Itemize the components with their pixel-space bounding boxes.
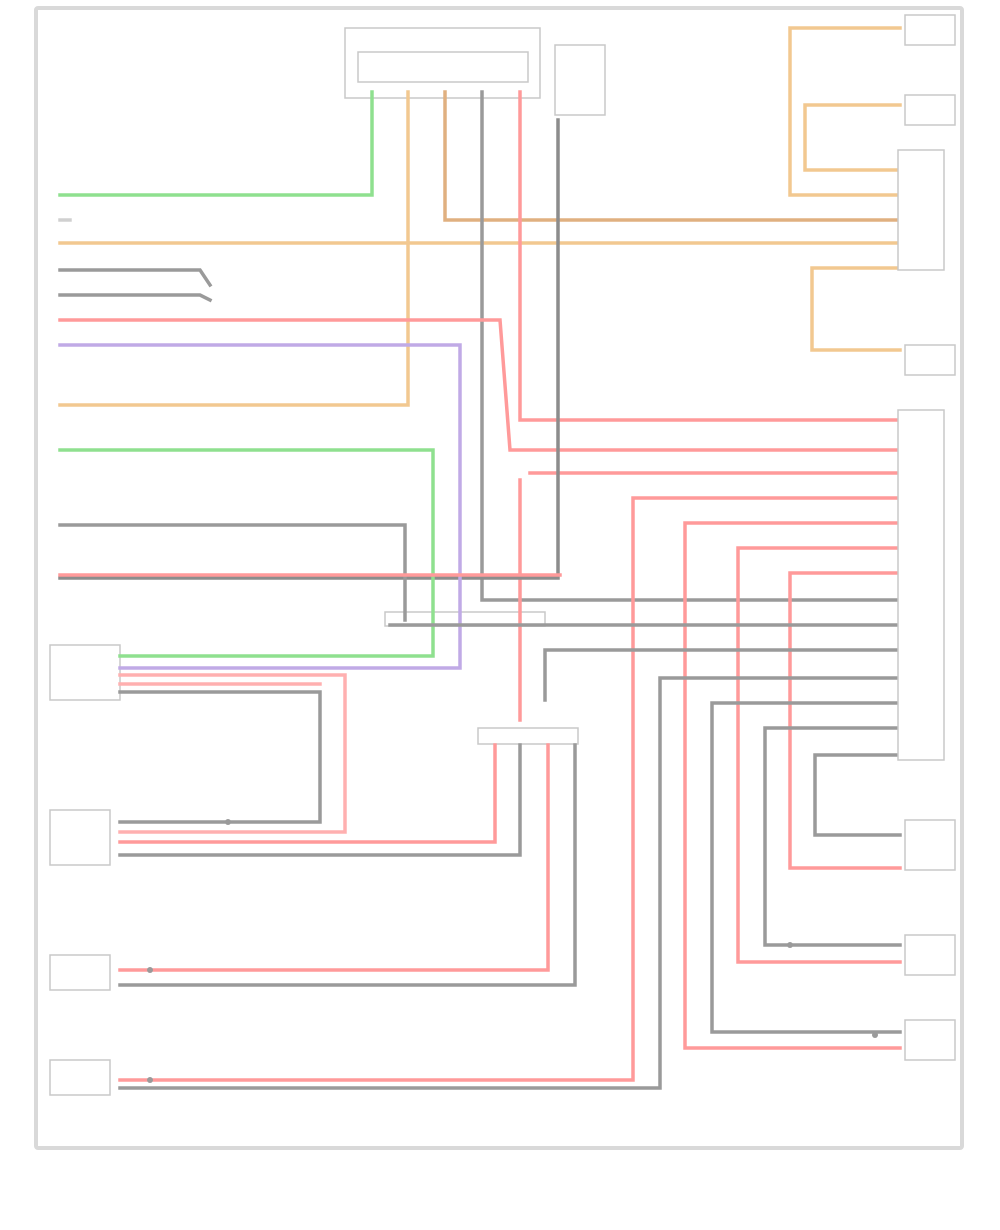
wire-red-1 [518,90,902,422]
wire-gray-4 [58,293,213,303]
wire-gray-5 [58,523,407,622]
wire-violet-1 [58,343,462,670]
wire-gray-8 [118,676,902,1090]
splice-4 [872,1032,878,1038]
wire-gray-7 [543,648,902,702]
right-box-4 [904,819,956,871]
right-box-3 [904,344,956,376]
splice-1 [225,819,231,825]
wire-orange-3 [788,26,902,197]
wire-red-11 [118,743,550,972]
pin-block-1 [897,149,945,271]
wire-gray-9 [710,701,902,1034]
wire-green-1 [58,90,374,197]
wire-gray-3 [58,268,213,288]
splice-5 [787,942,793,948]
wire-red-8 [736,546,902,964]
wire-gray-10 [763,726,902,947]
wire-brown-1 [443,90,902,222]
wire-orange-1 [58,90,410,407]
wire-gray-2 [58,118,560,580]
splice-marks [147,819,878,1083]
pin-block-2 [897,409,945,761]
wire-gray-1 [480,90,902,602]
wire-red-9 [788,571,902,870]
left-sensor-c [49,954,111,991]
wire-red-2 [58,318,902,452]
wires [58,26,902,1090]
wire-pink-1 [118,673,347,834]
right-top-box [904,14,956,46]
splice-2 [147,967,153,973]
center-connector [477,727,579,745]
wire-gray-11 [813,753,902,837]
right-box-5 [904,934,956,976]
top-module-connector [357,51,529,83]
right-connector-pins [897,149,945,761]
wire-orange-4 [803,103,902,172]
left-module-b [49,809,111,866]
left-sensor-d [49,1059,111,1096]
wire-red-7 [683,521,902,1050]
wire-red-6 [118,496,902,1082]
wire-red-10 [118,743,497,844]
wire-gray-12 [118,690,322,824]
wire-gray-13 [118,743,522,857]
left-module-a [49,644,121,701]
top-right-relay-box [554,44,606,116]
component-boxes [49,14,956,1096]
wire-green-2 [58,448,435,658]
wire-gray-14 [118,743,577,987]
right-box-2 [904,94,956,126]
splice-3 [147,1077,153,1083]
wire-orange-5 [810,266,902,352]
right-box-6 [904,1019,956,1061]
